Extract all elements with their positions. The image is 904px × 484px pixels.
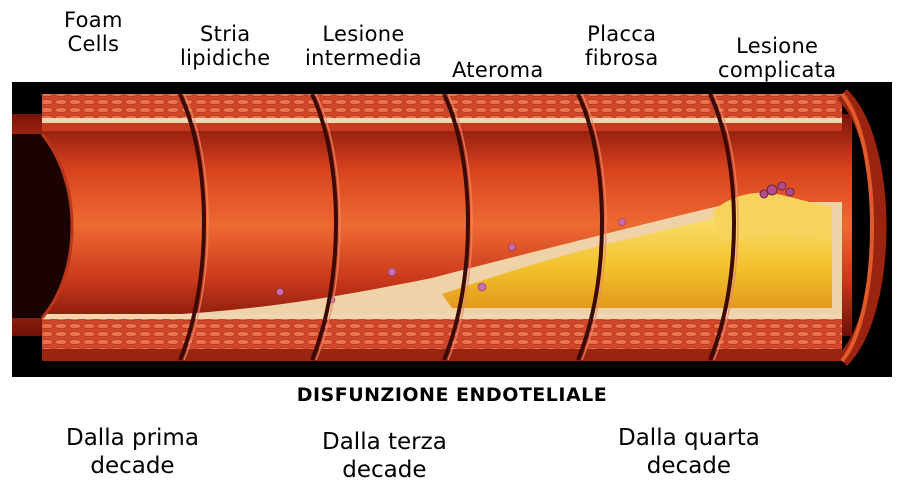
stage-label-ateroma: Ateroma	[452, 58, 544, 82]
stage-label-line1: Lesione	[305, 22, 422, 46]
stage-label-foam-cells: Foam Cells	[64, 8, 123, 56]
decade-label-fourth: Dalla quarta decade	[618, 424, 760, 480]
decade-label-first: Dalla prima decade	[66, 424, 199, 480]
decade-label-line1: Dalla quarta	[618, 424, 760, 452]
decade-label-third: Dalla terza decade	[322, 428, 447, 484]
stage-label-line2: complicata	[718, 58, 836, 82]
stage-label-line1: Foam	[64, 8, 123, 32]
stage-label-line2: intermedia	[305, 46, 422, 70]
stage-label-line1: Ateroma	[452, 58, 544, 82]
stage-label-lesione-intermedia: Lesione intermedia	[305, 22, 422, 70]
stage-label-lesione-complicata: Lesione complicata	[718, 34, 836, 82]
decade-label-line2: decade	[322, 456, 447, 484]
stage-label-line2: Cells	[64, 32, 123, 56]
artery-illustration	[12, 82, 892, 377]
stage-label-line2: fibrosa	[585, 46, 659, 70]
decade-label-line1: Dalla prima	[66, 424, 199, 452]
decade-label-line1: Dalla terza	[322, 428, 447, 456]
decade-label-line2: decade	[618, 452, 760, 480]
stage-label-stria-lipidiche: Stria lipidiche	[180, 22, 270, 70]
stage-label-line1: Lesione	[718, 34, 836, 58]
diagram-title: DISFUNZIONE ENDOTELIALE	[0, 384, 904, 406]
stage-label-line1: Stria	[180, 22, 270, 46]
stage-label-line1: Placca	[585, 22, 659, 46]
stage-label-placca-fibrosa: Placca fibrosa	[585, 22, 659, 70]
stage-label-line2: lipidiche	[180, 46, 270, 70]
decade-label-line2: decade	[66, 452, 199, 480]
